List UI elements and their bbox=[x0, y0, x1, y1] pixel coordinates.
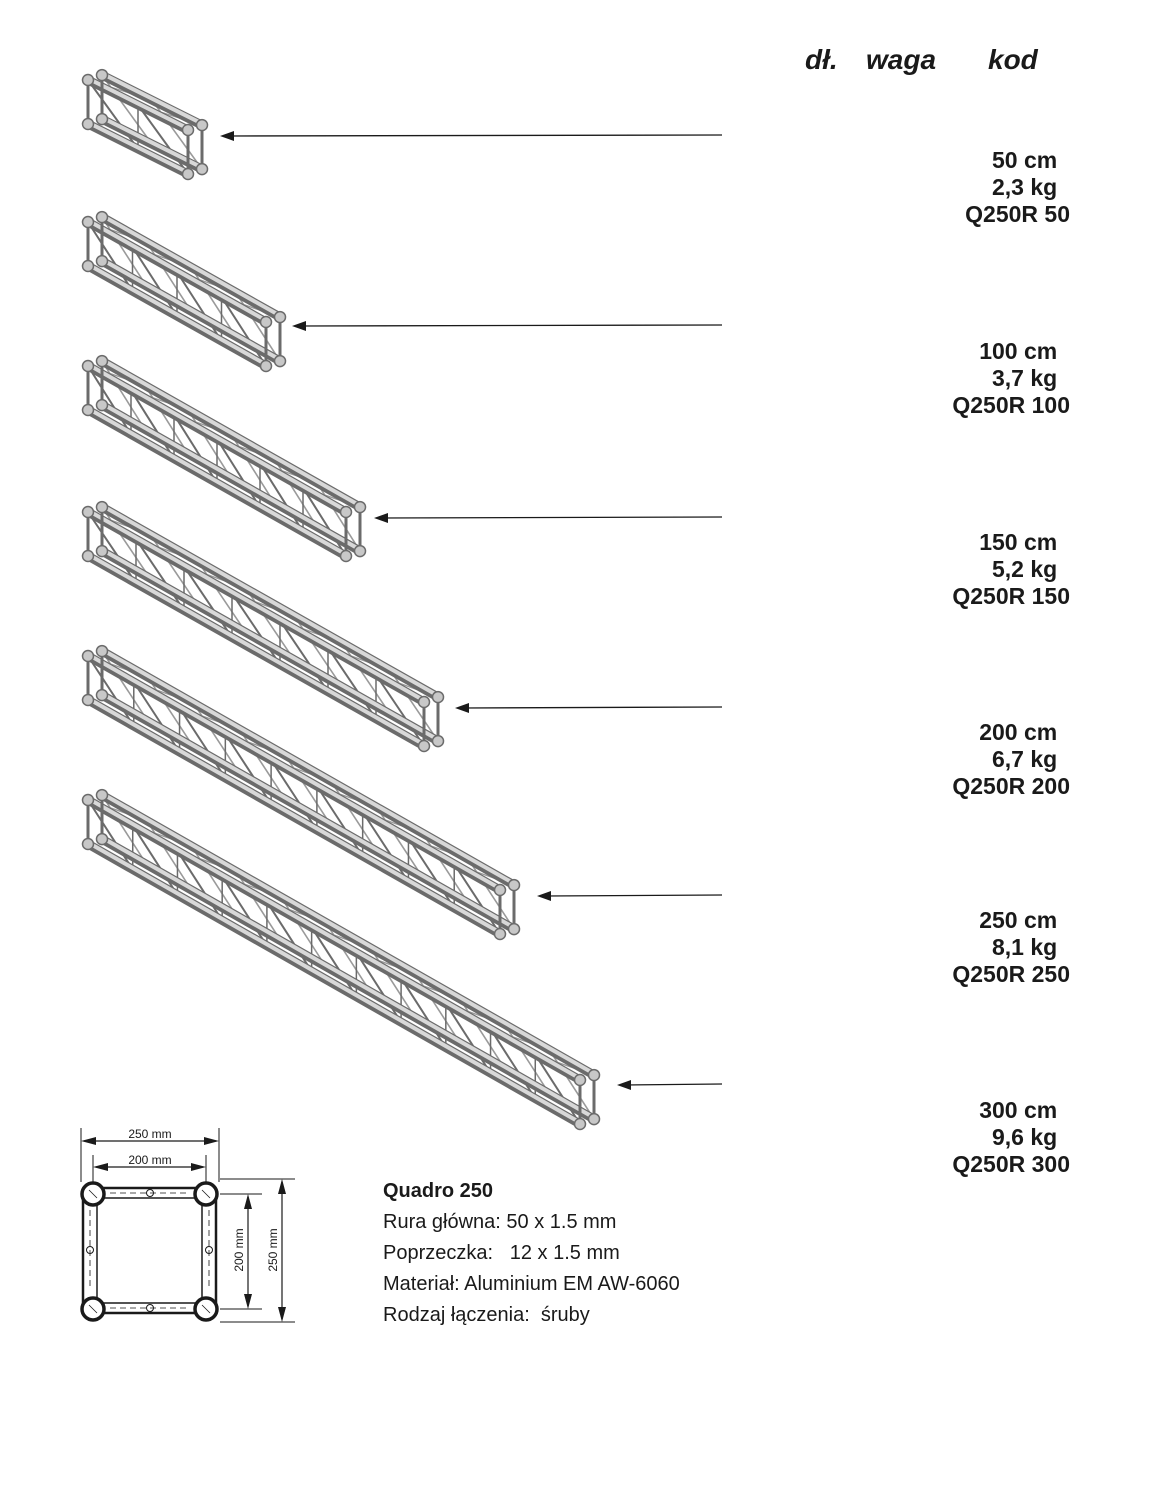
row-code: Q250R 50 bbox=[965, 201, 1070, 227]
truss-4 bbox=[81, 644, 521, 941]
arrow-2 bbox=[374, 513, 723, 523]
row-code: Q250R 300 bbox=[952, 1151, 1070, 1177]
arrow-3 bbox=[455, 703, 723, 713]
row-100: 100 cm 3,7 kg Q250R 100 bbox=[745, 311, 1070, 419]
row-weight: 5,2 kg bbox=[992, 556, 1058, 582]
arrow-5 bbox=[617, 1080, 723, 1090]
spec-material: Materiał: Aluminium EM AW-6060 bbox=[383, 1273, 680, 1295]
cross-section-diagram bbox=[80, 1128, 295, 1323]
truss-3 bbox=[81, 500, 445, 753]
truss-2 bbox=[81, 354, 367, 563]
row-length: 200 cm bbox=[979, 719, 1058, 745]
row-weight: 9,6 kg bbox=[992, 1124, 1058, 1150]
arrow-4 bbox=[537, 891, 723, 901]
row-length: 250 cm bbox=[979, 907, 1058, 933]
row-code: Q250R 150 bbox=[952, 583, 1070, 609]
outer-width-label: 250 mm bbox=[128, 1127, 171, 1141]
truss-5 bbox=[81, 788, 601, 1131]
row-weight: 6,7 kg bbox=[992, 746, 1058, 772]
inner-width-label: 200 mm bbox=[128, 1153, 171, 1167]
outer-height-label: 250 mm bbox=[266, 1228, 280, 1271]
header-length: dł. bbox=[805, 44, 838, 75]
row-weight: 8,1 kg bbox=[992, 934, 1058, 960]
row-200: 200 cm 6,7 kg Q250R 200 bbox=[745, 692, 1070, 800]
row-300: 300 cm 9,6 kg Q250R 300 bbox=[745, 1070, 1070, 1178]
inner-height-label: 200 mm bbox=[232, 1228, 246, 1271]
row-50: 50 cm 2,3 kg Q250R 50 bbox=[745, 120, 1070, 228]
row-length: 300 cm bbox=[979, 1097, 1058, 1123]
arrow-1 bbox=[292, 321, 723, 331]
header-weight: waga bbox=[866, 44, 937, 75]
spec-connection: Rodzaj łączenia: śruby bbox=[383, 1304, 590, 1326]
row-length: 100 cm bbox=[979, 338, 1058, 364]
header-code: kod bbox=[988, 44, 1038, 75]
row-code: Q250R 100 bbox=[952, 392, 1070, 418]
row-150: 150 cm 5,2 kg Q250R 150 bbox=[745, 502, 1070, 610]
row-250: 250 cm 8,1 kg Q250R 250 bbox=[745, 880, 1070, 988]
row-code: Q250R 250 bbox=[952, 961, 1070, 987]
row-length: 150 cm bbox=[979, 529, 1058, 555]
truss-0 bbox=[81, 68, 209, 181]
pointer-arrows bbox=[220, 131, 723, 1090]
truss-drawings bbox=[81, 68, 601, 1131]
row-length: 50 cm bbox=[992, 147, 1058, 173]
row-weight: 3,7 kg bbox=[992, 365, 1058, 391]
row-code: Q250R 200 bbox=[952, 773, 1070, 799]
spec-brace: Poprzeczka: 12 x 1.5 mm bbox=[383, 1242, 620, 1264]
row-weight: 2,3 kg bbox=[992, 174, 1058, 200]
spec-title: Quadro 250 bbox=[383, 1180, 494, 1202]
spec-main-tube: Rura główna: 50 x 1.5 mm bbox=[383, 1211, 617, 1233]
arrow-0 bbox=[220, 131, 723, 141]
spec-block: Quadro 250 Rura główna: 50 x 1.5 mm Popr… bbox=[383, 1176, 680, 1331]
truss-1 bbox=[81, 210, 287, 373]
